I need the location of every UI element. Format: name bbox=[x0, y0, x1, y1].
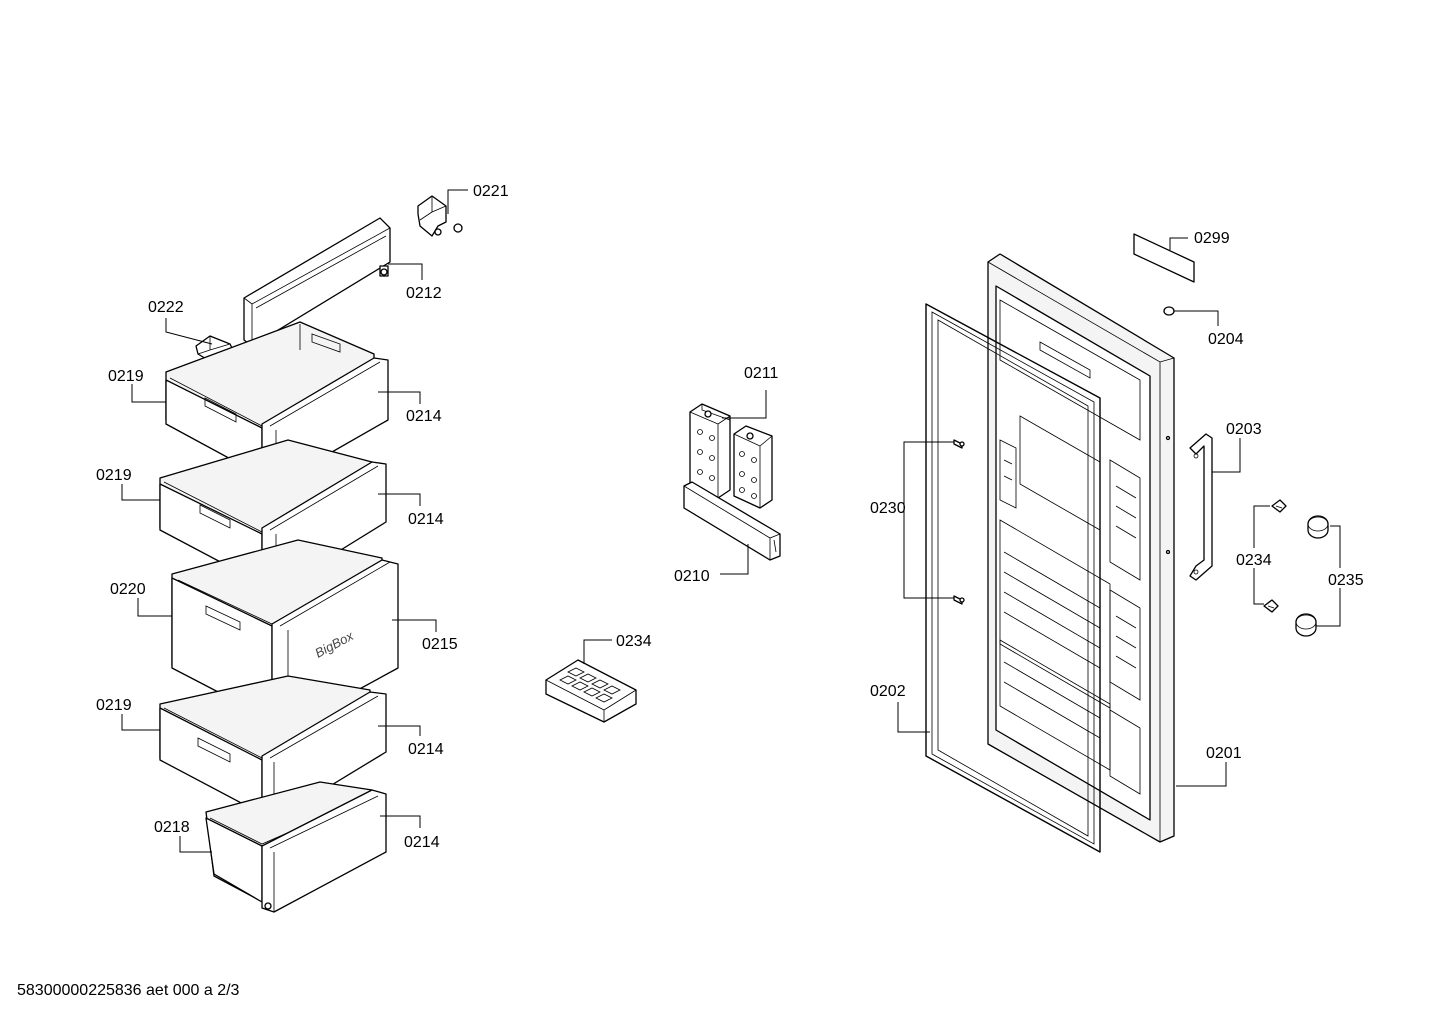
part-0235-bumpers[interactable] bbox=[1295, 515, 1329, 637]
leader-lines bbox=[121, 189, 1341, 853]
callout-0219-b: 0219 bbox=[96, 467, 132, 484]
callout-0219-c: 0219 bbox=[96, 697, 132, 714]
callout-0210: 0210 bbox=[674, 568, 710, 585]
callout-0222: 0222 bbox=[148, 299, 184, 316]
callout-0212: 0212 bbox=[406, 285, 442, 302]
callout-0201: 0201 bbox=[1206, 745, 1242, 762]
part-0211-cold-accumulator-right[interactable] bbox=[733, 425, 773, 509]
part-0204-cap[interactable] bbox=[1163, 306, 1175, 316]
part-0212-flap[interactable] bbox=[243, 217, 391, 353]
callout-0230: 0230 bbox=[870, 500, 906, 517]
part-0201-door-inner[interactable] bbox=[987, 253, 1175, 843]
callout-0203: 0203 bbox=[1226, 421, 1262, 438]
callout-0214-a: 0214 bbox=[406, 408, 442, 425]
callout-0211: 0211 bbox=[744, 365, 779, 382]
part-0221-clip[interactable] bbox=[417, 195, 463, 237]
callout-0202: 0202 bbox=[870, 683, 906, 700]
callout-0221: 0221 bbox=[473, 183, 509, 200]
callout-0214-d: 0214 bbox=[404, 834, 440, 851]
drawing-id-footer: 58300000225836 aet 000 a 2/3 bbox=[17, 982, 240, 999]
part-0210-plate[interactable] bbox=[683, 481, 781, 561]
callout-0220: 0220 bbox=[110, 581, 146, 598]
callout-0214-b: 0214 bbox=[408, 511, 444, 528]
callout-labels: 0221 0212 0222 0219 0214 0219 0214 0220 … bbox=[96, 183, 1364, 851]
callout-0234-a: 0234 bbox=[616, 633, 652, 650]
part-0219-drawer-3[interactable] bbox=[159, 675, 387, 821]
callout-0204: 0204 bbox=[1208, 331, 1244, 348]
callout-0235: 0235 bbox=[1328, 572, 1364, 589]
callout-0214-c: 0214 bbox=[408, 741, 444, 758]
part-0211-cold-accumulator-left[interactable] bbox=[689, 403, 731, 499]
part-0202-door-seal[interactable] bbox=[925, 303, 1101, 853]
part-0299-label-plate[interactable] bbox=[1133, 233, 1195, 283]
part-0230-screws[interactable] bbox=[953, 439, 965, 605]
callout-0218: 0218 bbox=[154, 819, 190, 836]
callout-0234-b: 0234 bbox=[1236, 552, 1272, 569]
callout-0215: 0215 bbox=[422, 636, 458, 653]
part-0218-drawer-bottom[interactable] bbox=[205, 781, 387, 913]
part-0203-door-handle[interactable] bbox=[1189, 433, 1213, 581]
part-0234-screws-right[interactable] bbox=[1263, 499, 1287, 613]
callout-0299: 0299 bbox=[1194, 230, 1230, 247]
part-0234-ice-cube-tray[interactable] bbox=[545, 659, 637, 723]
callout-0219-a: 0219 bbox=[108, 368, 144, 385]
